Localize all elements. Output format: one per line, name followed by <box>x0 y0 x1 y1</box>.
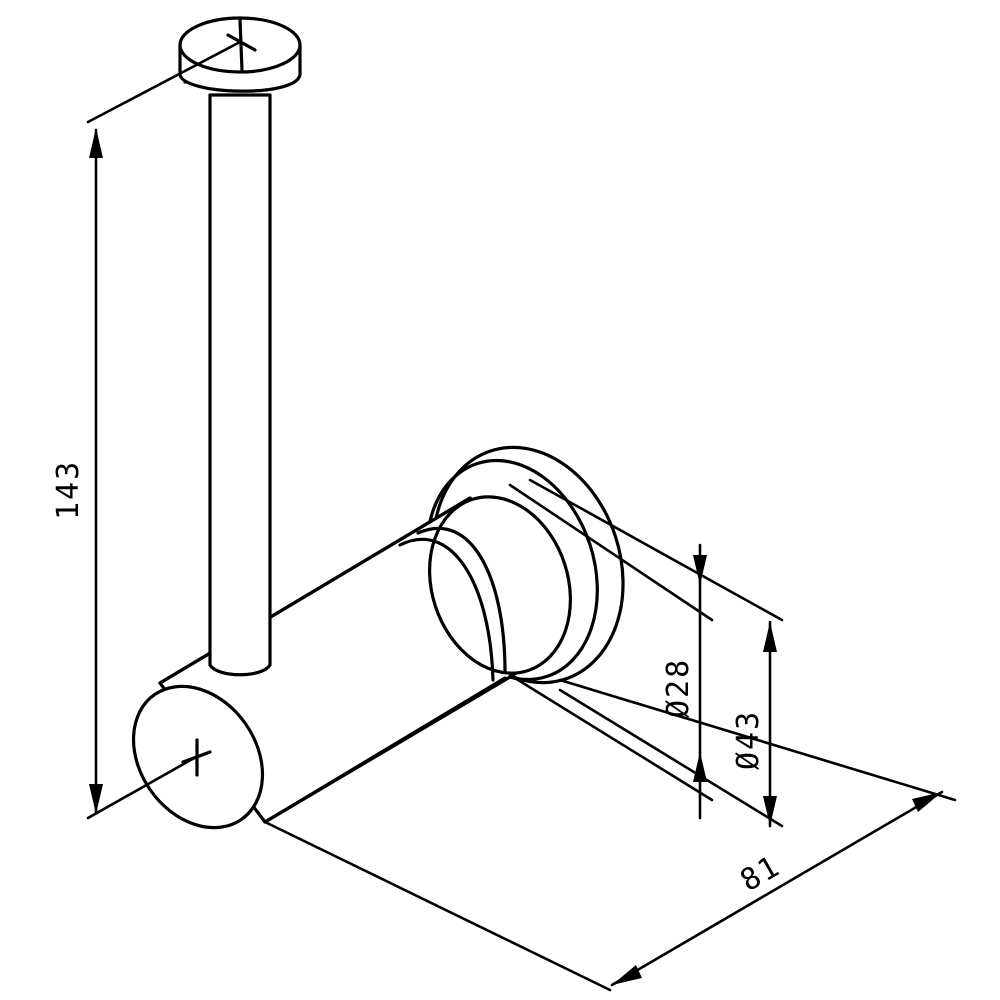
vertical-rod <box>208 93 272 677</box>
inner-diameter-dimension: Ø28 <box>508 483 714 820</box>
length-label: 81 <box>735 849 787 899</box>
height-dimension: 143 <box>51 40 242 820</box>
rod-end-cap <box>178 16 302 93</box>
height-label: 143 <box>51 460 86 520</box>
length-dimension: 81 <box>263 678 957 992</box>
outer-diameter-dimension: Ø43 <box>528 478 784 828</box>
inner-diameter-label: Ø28 <box>661 658 696 718</box>
